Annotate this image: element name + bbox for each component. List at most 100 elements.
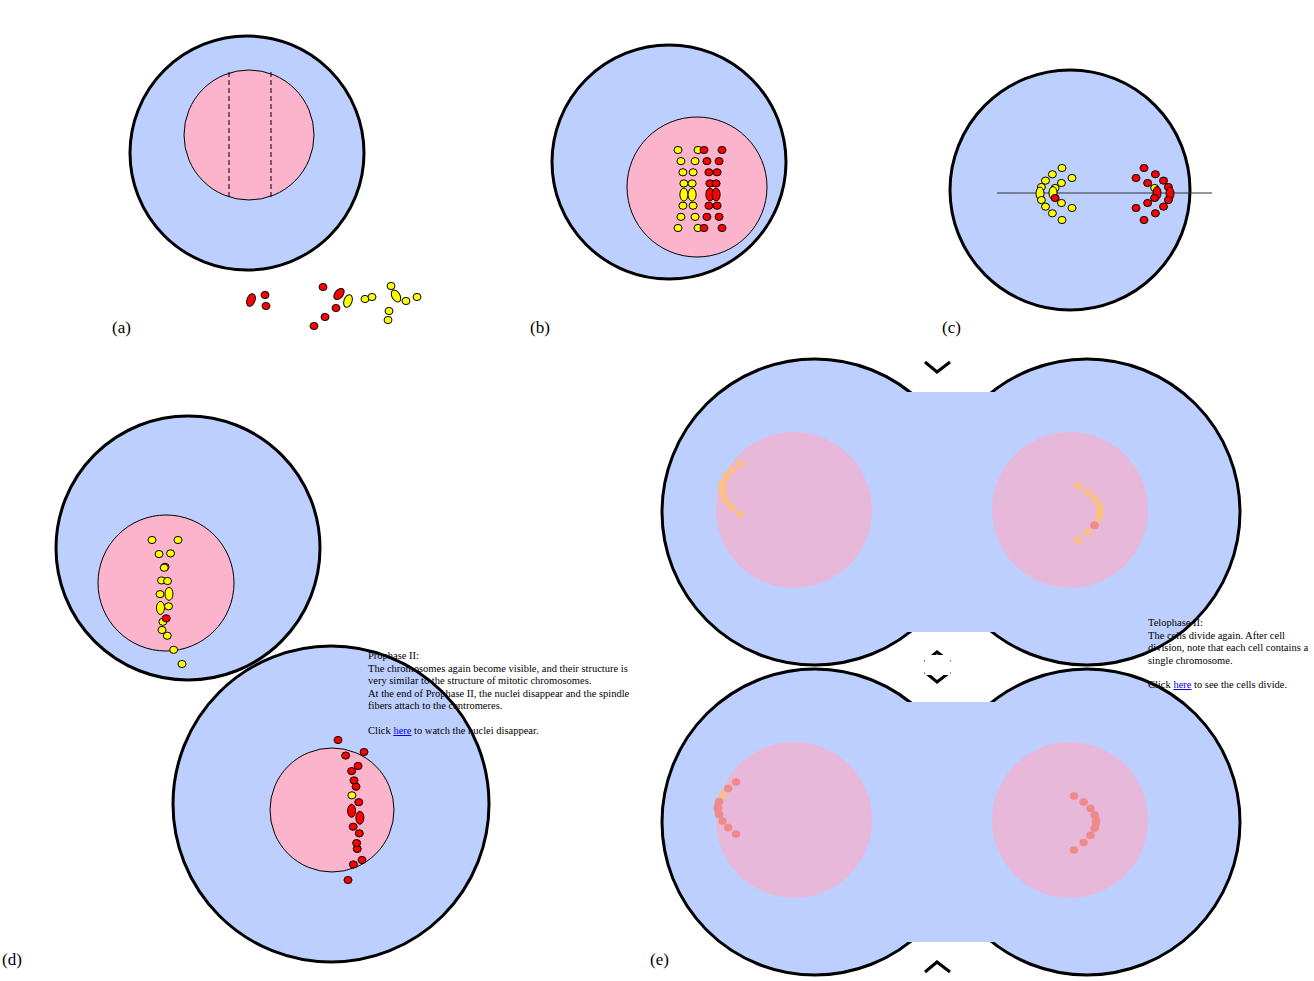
- chromosome-bead: [368, 293, 376, 300]
- chromosome-bead: [1080, 839, 1088, 846]
- chromosome-bead: [718, 224, 726, 231]
- chromosome-bead: [1087, 805, 1095, 812]
- chromosome-bead: [1140, 164, 1148, 171]
- note-text: At the end of Prophase II, the nuclei di…: [368, 688, 630, 713]
- chromosome-bead: [1160, 203, 1168, 210]
- note-heading: Prophase II:: [368, 650, 630, 663]
- chromosome-bead: [1144, 179, 1152, 186]
- cleavage-gap: [925, 655, 950, 675]
- chromosome-bead: [1074, 482, 1082, 489]
- chromosome-bead: [384, 316, 392, 323]
- chromosome-bead: [1058, 164, 1066, 171]
- chromosome-bead: [245, 293, 257, 308]
- cell: [130, 36, 364, 270]
- chromosome-bead: [715, 213, 723, 220]
- chromosome-bead: [167, 550, 175, 557]
- nucleus: [992, 432, 1148, 588]
- chromosome-bead: [719, 817, 727, 824]
- note-text: The cells divide again. After cell divis…: [1148, 630, 1310, 668]
- chromosome-bead: [1091, 495, 1099, 502]
- chromosome-bead: [1091, 825, 1099, 832]
- chromosome-bead: [1080, 798, 1088, 805]
- chromosome-bead: [703, 158, 711, 165]
- panel-label: (b): [530, 318, 550, 338]
- chromosome-bead: [1037, 196, 1045, 203]
- chromosome-bead: [1070, 846, 1078, 853]
- chromosome-bead: [1095, 515, 1103, 522]
- chromosome-bead: [677, 158, 685, 165]
- chromosome-bead: [1151, 210, 1159, 217]
- nucleus: [184, 70, 314, 200]
- note-text: to watch the nuclei disappear.: [414, 725, 539, 736]
- chromosome-bead: [736, 510, 744, 517]
- note-text: to see the cells divide.: [1194, 679, 1287, 690]
- chromosome-bead: [348, 792, 356, 799]
- chromosome-bead: [1074, 536, 1082, 543]
- chromosome-bead: [310, 322, 318, 329]
- note-line: Clickhereto see the cells divide.: [1148, 679, 1310, 692]
- panel-label: (a): [112, 318, 131, 338]
- chromosome-bead: [688, 180, 696, 187]
- cleavage-furrow: [925, 362, 950, 372]
- chromosome-bead: [334, 736, 342, 743]
- cell: [56, 416, 320, 680]
- chromosome-bead: [156, 601, 164, 614]
- chromosome-bead: [170, 646, 178, 653]
- chromosome-bead: [355, 799, 363, 806]
- chromosome-bead: [1058, 216, 1066, 223]
- chromosome-bead: [712, 180, 720, 187]
- note-text: Click: [368, 725, 391, 736]
- chromosome-bead: [262, 302, 270, 309]
- chromosome-bead: [679, 202, 687, 209]
- chromosome-bead: [703, 213, 711, 220]
- chromosome-bead: [165, 587, 173, 600]
- chromosome-bead: [724, 824, 732, 831]
- chromosome-bead: [413, 293, 421, 300]
- chromosome-bead: [162, 615, 170, 622]
- chromosome-bead: [677, 213, 685, 220]
- chromosome-bead: [1160, 177, 1168, 184]
- chromosome-bead: [700, 224, 708, 231]
- chromosome-bead: [1042, 203, 1050, 210]
- chromosome-bead: [1151, 171, 1159, 178]
- chromosome-bead: [715, 158, 723, 165]
- chromosome-bead: [402, 297, 410, 304]
- chromosome-bead: [321, 313, 329, 320]
- chromosome-bead: [705, 169, 713, 176]
- chromosome-bead: [344, 876, 352, 883]
- chromosome-bead: [713, 202, 721, 209]
- chromosome-bead: [1140, 216, 1148, 223]
- chromosome-bead: [155, 550, 163, 557]
- chromosome-bead: [1144, 199, 1152, 206]
- chromosome-bead: [1048, 210, 1056, 217]
- cell: [950, 70, 1190, 310]
- chromosome-bead: [691, 158, 699, 165]
- chromosome-bead: [354, 762, 362, 769]
- chromosome-bead: [712, 188, 720, 201]
- chromosome-bead: [358, 856, 366, 863]
- link-text: here: [1173, 679, 1191, 690]
- chromosome-bead: [732, 830, 740, 837]
- nucleus: [270, 748, 394, 872]
- cleavage-fill: [900, 702, 1000, 942]
- chromosome-bead: [349, 823, 357, 830]
- panel-label: (e): [650, 950, 669, 970]
- chromosome-bead: [705, 202, 713, 209]
- cell: [552, 45, 786, 279]
- chromosome-bead: [355, 830, 363, 837]
- chromosome-bead: [332, 304, 340, 311]
- chromosome-bead: [688, 188, 696, 201]
- chromosome-bead: [679, 169, 687, 176]
- chromosome-bead: [674, 224, 682, 231]
- chromosome-bead: [356, 811, 364, 824]
- chromosome-bead: [160, 564, 168, 571]
- chromosome-bead: [161, 563, 169, 570]
- chromosome-bead: [689, 169, 697, 176]
- chromosome-bead: [164, 577, 172, 584]
- chromosome-bead: [1084, 488, 1092, 495]
- nucleus: [98, 515, 234, 651]
- chromosome-bead: [261, 291, 269, 298]
- chromosome-bead: [1132, 174, 1140, 181]
- chromosome-bead: [148, 536, 156, 543]
- chromosome-bead: [1132, 204, 1140, 211]
